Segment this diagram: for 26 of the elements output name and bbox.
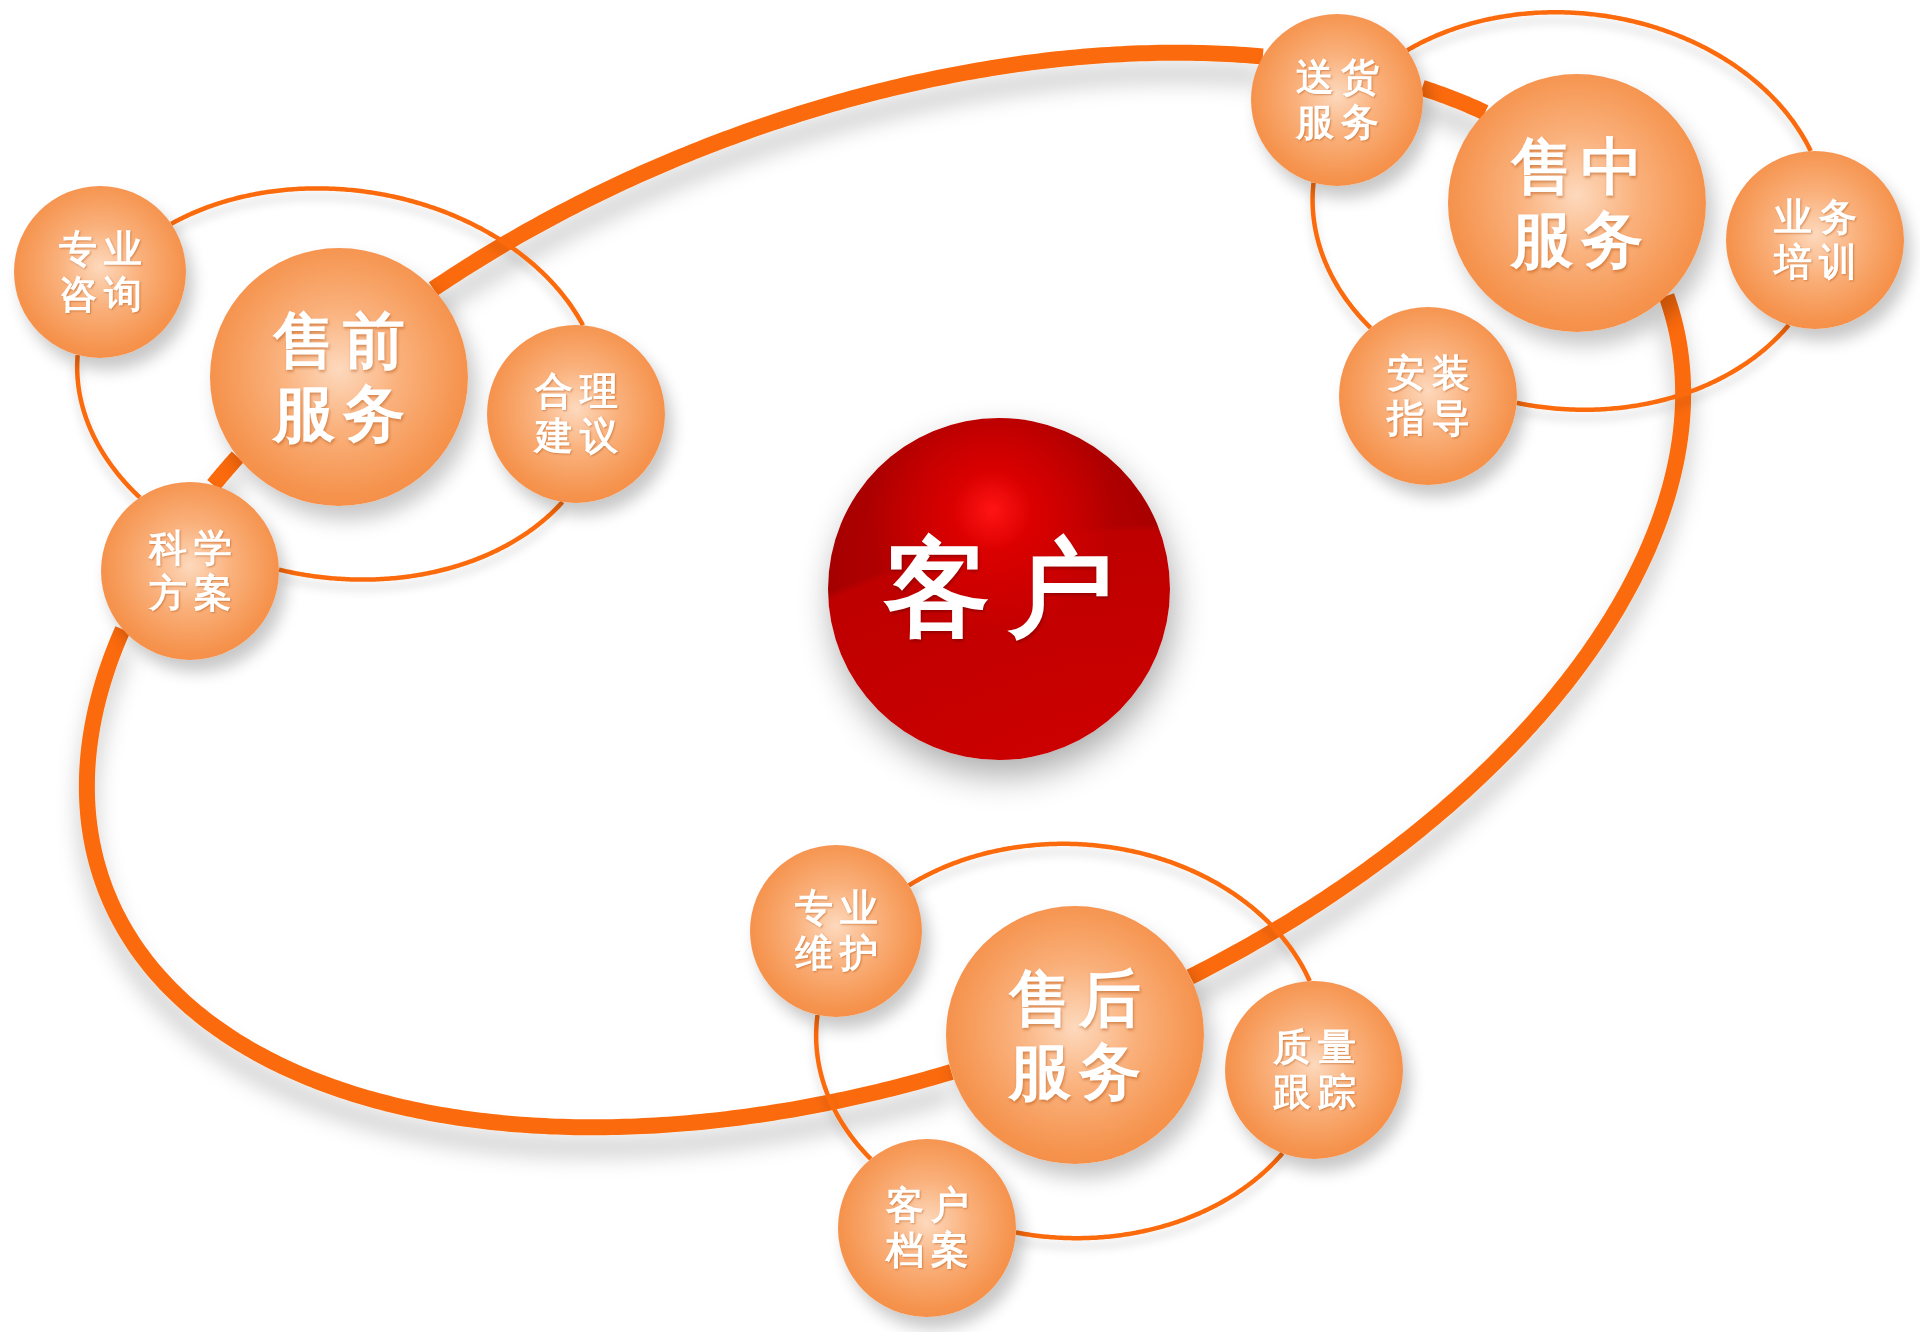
orbit-line [428, 44, 1265, 296]
orbit-line [278, 500, 565, 582]
node-label: 质量跟踪 [1271, 1025, 1363, 1115]
node-label: 售后服务 [1007, 961, 1150, 1109]
orbit-line [907, 841, 1312, 983]
service-sphere [838, 1139, 1016, 1317]
orbit-line [170, 186, 585, 327]
orbit-line [1015, 1151, 1285, 1241]
orbit-line [1516, 323, 1791, 412]
orbit-line [78, 625, 954, 1136]
node-label: 科学方案 [147, 526, 239, 616]
orbit-line [74, 354, 142, 500]
orbit-line [1406, 10, 1813, 153]
service-sphere [101, 482, 279, 660]
node-label: 售中服务 [1509, 129, 1652, 277]
node-label: 售前服务 [271, 303, 414, 451]
node-label: 客户 [882, 526, 1132, 652]
node-label: 送货服务 [1294, 55, 1386, 145]
node-label: 安装指导 [1385, 351, 1477, 441]
orbit-line [1186, 291, 1692, 985]
node-label: 专业咨询 [57, 227, 149, 317]
orbit-line [813, 1014, 873, 1161]
node-label: 客户档案 [884, 1183, 976, 1273]
node-label: 专业维护 [793, 886, 885, 976]
node-label: 业务培训 [1772, 195, 1864, 285]
node-label: 合理建议 [532, 369, 625, 459]
